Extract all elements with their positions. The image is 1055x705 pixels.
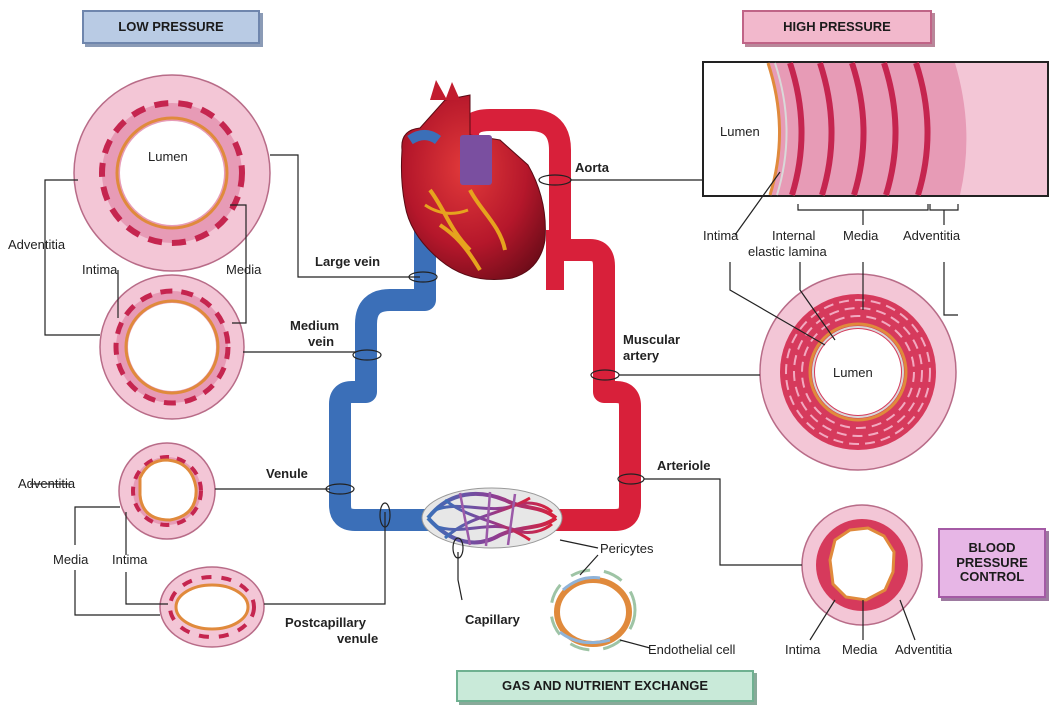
adventitia-aorta-label: Adventitia <box>903 228 961 243</box>
medium-vein-cross-section <box>100 275 244 419</box>
lumen-aorta-label: Lumen <box>720 124 760 139</box>
capillary-label: Capillary <box>465 612 521 627</box>
adventitia-venule-label: Adventitia <box>18 476 76 491</box>
intima-veins-label: Intima <box>82 262 118 277</box>
lumen-artery-label: Lumen <box>833 365 873 380</box>
media-aorta-label: Media <box>843 228 879 243</box>
muscular-artery-label-1: Muscular <box>623 332 680 347</box>
venule-cross-section <box>119 443 215 539</box>
lumen-large-vein-label: Lumen <box>148 149 188 164</box>
internal-elastic-lamina-label-1: Internal <box>772 228 815 243</box>
media-veins-label: Media <box>226 262 262 277</box>
adventitia-arteriole-label: Adventitia <box>895 642 953 657</box>
postcapillary-venule-label-2: venule <box>337 631 378 646</box>
aorta-label: Aorta <box>575 160 610 175</box>
intima-arteriole-label: Intima <box>785 642 821 657</box>
capillary-cross-section <box>551 570 635 650</box>
venule-label: Venule <box>266 466 308 481</box>
media-arteriole-label: Media <box>842 642 878 657</box>
intima-aorta-label: Intima <box>703 228 739 243</box>
aorta-wall-detail: Lumen <box>703 62 1048 196</box>
endothelial-cell-label: Endothelial cell <box>648 642 736 657</box>
medium-vein-label-2: vein <box>308 334 334 349</box>
large-vein-cross-section: Lumen <box>74 75 270 271</box>
muscular-artery-label-2: artery <box>623 348 660 363</box>
adventitia-veins-label: Adventitia <box>8 237 66 252</box>
intima-venule-label: Intima <box>112 552 148 567</box>
arteriole-label: Arteriole <box>657 458 710 473</box>
internal-elastic-lamina-label-2: elastic lamina <box>748 244 828 259</box>
aorta-layer-brackets <box>798 204 958 225</box>
muscular-artery-cross-section: Lumen <box>760 274 956 470</box>
postcapillary-venule-cross-section <box>160 567 264 647</box>
postcapillary-venule-label-1: Postcapillary <box>285 615 367 630</box>
large-vein-label: Large vein <box>315 254 380 269</box>
pericytes-label: Pericytes <box>600 541 654 556</box>
vein-tree <box>340 230 430 520</box>
capillary-bed <box>422 488 562 548</box>
medium-vein-label-1: Medium <box>290 318 339 333</box>
media-venule-label: Media <box>53 552 89 567</box>
arteriole-cross-section <box>802 505 922 625</box>
